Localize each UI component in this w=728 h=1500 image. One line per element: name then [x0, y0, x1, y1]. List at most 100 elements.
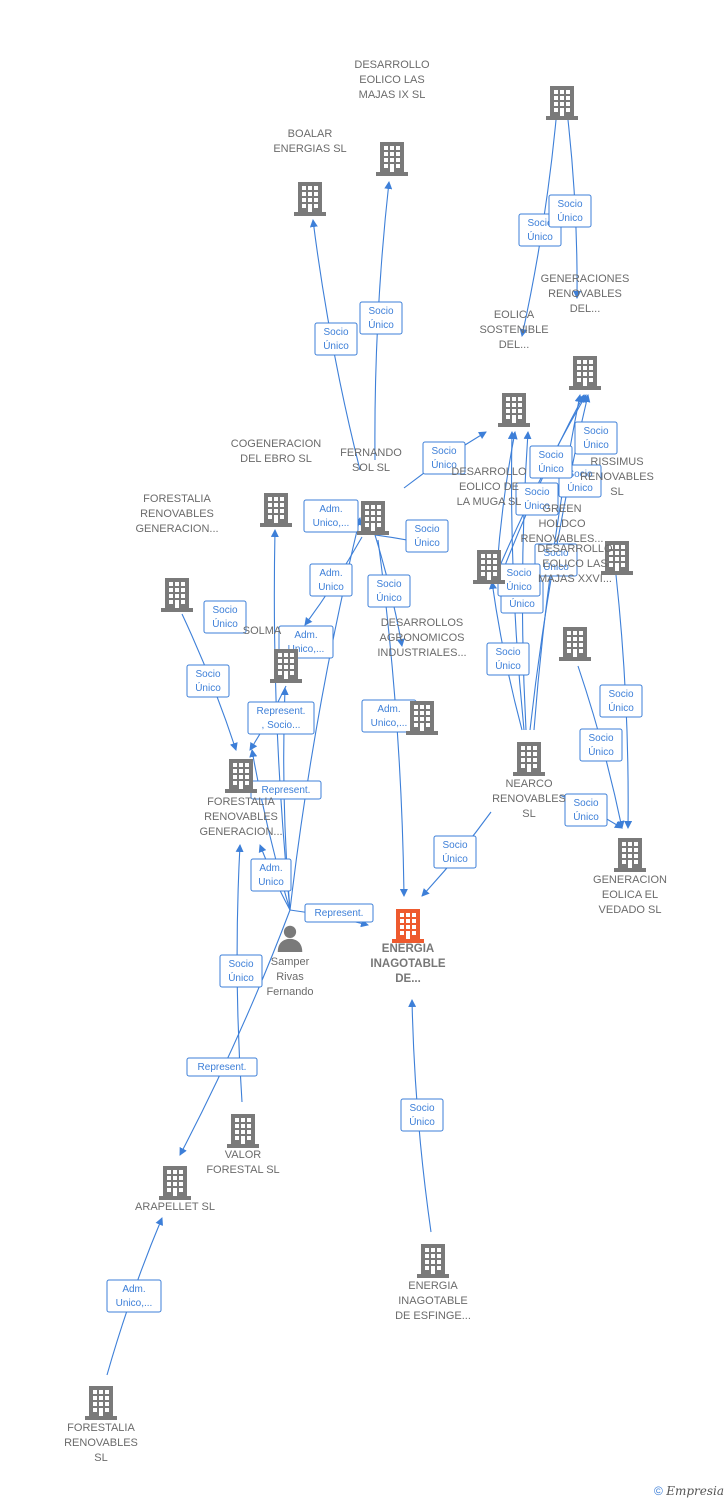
footer-brand[interactable]: © Empresia	[654, 1484, 724, 1498]
node-label-line: NEARCO	[505, 778, 553, 790]
edge-label-text: Único	[414, 536, 440, 549]
copyright-icon: ©	[654, 1484, 663, 1498]
edge-label-text: Adm.	[319, 504, 342, 515]
node-desagro[interactable]: DESARROLLOSAGRONOMICOSINDUSTRIALES...	[377, 617, 467, 735]
node-label-line: FORESTALIA	[207, 796, 275, 808]
node-arapellet[interactable]: ARAPELLET SL	[135, 1166, 215, 1213]
edge-label-text: Socio	[323, 327, 348, 338]
node-label-line: Rivas	[276, 971, 304, 983]
edge-label-samper-to-fernando[interactable]: Adm.Unico,...	[303, 499, 359, 533]
edge-label-text: Socio	[567, 469, 592, 480]
node-cogen[interactable]: COGENERACION DEL EBRO SL	[231, 438, 322, 527]
node-label-line: DESARROLLO	[451, 466, 527, 478]
node-energia[interactable]: ENERGIAINAGOTABLEDE...	[370, 909, 446, 985]
node-label-line: FORESTALIA	[67, 1422, 135, 1434]
edge-label-samper-to-cogen[interactable]: Represent., Socio...	[247, 701, 315, 735]
edge-label-text: Único	[567, 481, 593, 494]
node-label-line: Fernando	[266, 986, 313, 998]
focus-building-icon	[392, 909, 424, 943]
node-green[interactable]: GREENHOLDCORENOVABLES...	[521, 86, 604, 545]
edge-label-text: Socio	[543, 548, 568, 559]
edge-label-text: Adm.	[122, 1284, 145, 1295]
node-label-line: SOLMA	[243, 625, 282, 637]
node-label-line: ENERGIA	[408, 1280, 458, 1292]
node-frgen2[interactable]: FORESTALIARENOVABLESGENERACION...	[199, 759, 283, 838]
edge-label-text: Único	[195, 681, 221, 694]
edge-label-text: Socio	[195, 669, 220, 680]
building-icon	[513, 742, 545, 776]
building-icon	[473, 550, 505, 584]
node-genren[interactable]: GENERACIONESRENOVABLESDEL...	[541, 273, 630, 390]
node-label-line: INAGOTABLE	[370, 958, 446, 970]
node-label-line: RENOVABLES	[140, 508, 214, 520]
edge-label-text: Único	[557, 211, 583, 224]
node-label-line: RISSIMUS	[590, 456, 643, 468]
node-label-line: EOLICO LAS	[359, 74, 424, 86]
edge-label-text: Único	[228, 971, 254, 984]
node-label-line: GENERACION...	[199, 826, 282, 838]
edge-label-samper-to-arapellet[interactable]: Represent.	[186, 1057, 258, 1077]
building-icon	[417, 1244, 449, 1278]
edge-label-text: Socio	[431, 446, 456, 457]
edge-label-text: Socio	[524, 487, 549, 498]
node-label-line: EOLICA	[494, 309, 535, 321]
edge-label-fernando-to-energia[interactable]: Adm.Unico,...	[361, 699, 417, 733]
node-label-line: COGENERACION	[231, 438, 322, 450]
building-icon	[294, 182, 326, 216]
node-label-line: SL	[610, 486, 623, 498]
building-icon	[376, 142, 408, 176]
node-solma[interactable]: SOLMA	[243, 625, 302, 683]
edge-label-frsl-to-arapellet[interactable]: Adm.Unico,...	[106, 1279, 162, 1313]
node-label-line: FORESTAL SL	[206, 1164, 279, 1176]
node-label-line: DEL...	[570, 303, 601, 315]
node-eolica[interactable]: EOLICASOSTENIBLEDEL...	[479, 309, 549, 427]
edge-label-text: Único	[573, 810, 599, 823]
node-label-line: DEL EBRO SL	[240, 453, 312, 465]
edge-label-fernando-to-solma[interactable]: Adm.Unico	[309, 563, 353, 597]
node-frgen1[interactable]: FORESTALIARENOVABLESGENERACION...	[135, 493, 219, 612]
edge-label-text: Socio	[538, 450, 563, 461]
edge-label-text: Único	[506, 580, 532, 593]
edge-label-samper-to-energia[interactable]: Represent.	[304, 903, 374, 923]
edge-label-text: Adm.	[259, 863, 282, 874]
edge-label-text: Único	[538, 462, 564, 475]
edge-label-text: Adm.	[319, 568, 342, 579]
edge-label-text: Unico	[258, 877, 284, 888]
edge-label-samper-to-frgen2[interactable]: Adm. Unico	[250, 858, 292, 892]
edge-label-text: Socio	[527, 218, 552, 229]
edge-label-text: Único	[376, 591, 402, 604]
